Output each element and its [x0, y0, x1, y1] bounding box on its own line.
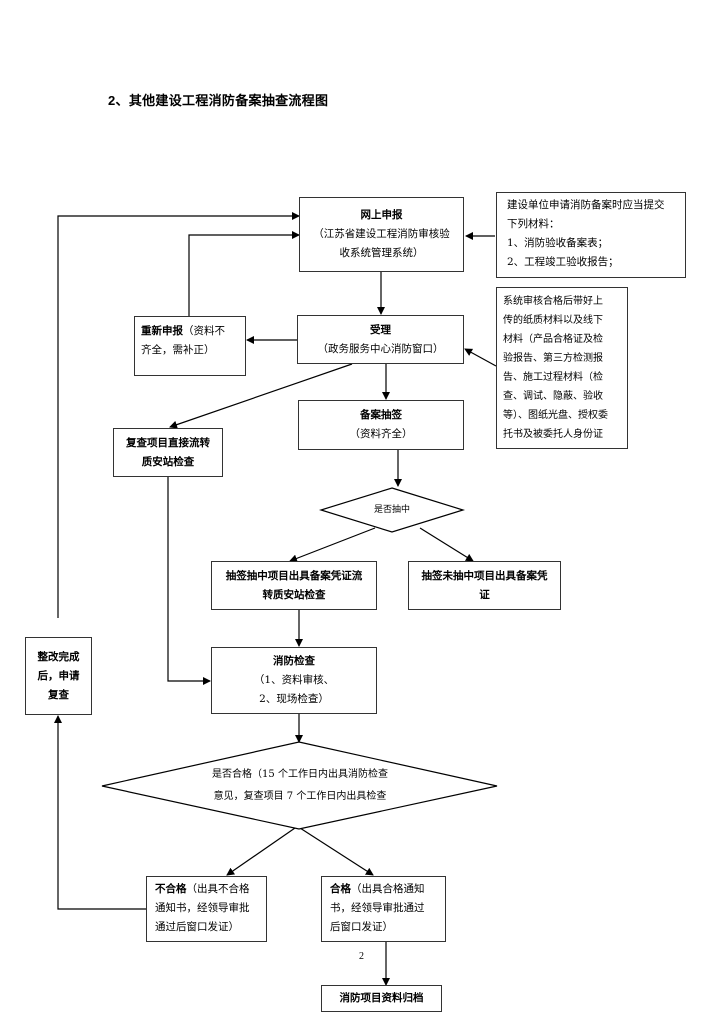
accept-sub: （政务服务中心消防窗口）	[317, 342, 444, 355]
passed-sub1: （出具合格通知	[351, 883, 425, 895]
node-archive: 消防项目资料归档	[321, 985, 442, 1012]
materials-line-3: 1、消防验收备案表；	[507, 237, 609, 249]
arrow-decision-to-passed	[299, 827, 374, 876]
decision-qualified-line2: 意见，复查项目 7 个工作日内出具检查	[213, 791, 387, 802]
failed-sub1: （出具不合格	[186, 883, 250, 895]
system-line-1: 系统审核合格后带好上	[503, 296, 603, 307]
page-title: 2、其他建设工程消防备案抽查流程图	[108, 93, 329, 108]
passed-sub3: 后窗口发证）	[330, 921, 393, 933]
selected-line1: 抽签抽中项目出具备案凭证流	[225, 569, 363, 582]
failed-sub3: 通过后窗口发证）	[155, 921, 239, 933]
arrow-decision-to-failed	[226, 827, 296, 876]
online-report-title: 网上申报	[360, 209, 403, 221]
rectify-line2: 后，申请	[37, 669, 80, 682]
arrow-failed-to-rectify	[54, 715, 146, 910]
decision-qualified-shape	[101, 741, 498, 830]
arrow-system-to-accept	[464, 348, 497, 367]
node-online-report: 网上申报 （江苏省建设工程消防审核验 收系统管理系统）	[299, 197, 464, 272]
selected-line2: 转质安站检查	[262, 588, 326, 601]
resubmit-title: 重新申报	[141, 325, 183, 337]
fire-inspection-sub1: （1、资料审核、	[253, 674, 335, 686]
resubmit-sub2: 齐全，需补正）	[141, 344, 215, 356]
node-rectify: 整改完成 后，申请 复查	[25, 637, 92, 715]
not-selected-line1: 抽签未抽中项目出具备案凭	[421, 569, 548, 582]
filing-draw-sub: （资料齐全）	[349, 428, 413, 440]
fire-inspection-sub2: 2、现场检查）	[259, 693, 329, 705]
fire-inspection-title: 消防检查	[273, 655, 315, 667]
node-filing-draw: 备案抽签 （资料齐全）	[298, 400, 464, 450]
system-line-3: 材料（产品合格证及检	[503, 334, 603, 345]
resubmit-sub1: （资料不	[183, 325, 225, 337]
system-line-7: 等）、图纸光盘、授权委	[503, 410, 608, 421]
filing-draw-title: 备案抽签	[360, 409, 402, 421]
arrow-decision-to-not-selected	[419, 527, 474, 562]
node-recheck-transfer: 复查项目直接流转 质安站检查	[113, 428, 223, 477]
materials-line-2: 下列材料：	[507, 218, 560, 230]
node-selected: 抽签抽中项目出具备案凭证流 转质安站检查	[211, 561, 377, 610]
arrow-recheck-to-inspection	[167, 476, 211, 685]
decision-qualified-label: 是否合格（15 个工作日内出具消防检查 意见，复查项目 7 个工作日内出具检查	[170, 764, 430, 808]
online-report-sub1: （江苏省建设工程消防审核验	[313, 228, 450, 240]
page-number: 2	[359, 951, 364, 962]
system-line-2: 传的纸质材料以及线下	[503, 315, 603, 326]
node-resubmit: 重新申报（资料不 齐全，需补正）	[134, 316, 246, 376]
system-line-8: 托书及被委托人身份证	[503, 429, 603, 440]
recheck-line2: 质安站检查	[141, 455, 195, 468]
node-accept: 受理 （政务服务中心消防窗口）	[297, 315, 464, 364]
node-not-selected: 抽签未抽中项目出具备案凭 证	[408, 561, 561, 610]
recheck-line1: 复查项目直接流转	[126, 436, 210, 449]
arrow-rectify-to-online	[57, 212, 300, 618]
materials-line-4: 2、工程竣工验收报告；	[507, 256, 619, 268]
node-system-note: 系统审核合格后带好上 传的纸质材料以及线下 材料（产品合格证及检 验报告、第三方…	[496, 287, 628, 449]
rectify-line3: 复查	[48, 688, 69, 701]
system-line-6: 查、调试、隐蔽、验收	[503, 391, 603, 402]
node-fire-inspection: 消防检查 （1、资料审核、 2、现场检查）	[211, 647, 377, 714]
archive-title: 消防项目资料归档	[339, 992, 424, 1004]
decision-selected-shape	[318, 487, 466, 533]
node-failed: 不合格（出具不合格 通知书，经领导审批 通过后窗口发证）	[146, 876, 267, 942]
not-selected-line2: 证	[479, 588, 490, 601]
system-line-4: 验报告、第三方检测报	[503, 353, 603, 364]
decision-selected-label: 是否抽中	[373, 505, 410, 515]
failed-title: 不合格	[155, 883, 187, 895]
node-materials-note: 建设单位申请消防备案时应当提交 下列材料： 1、消防验收备案表； 2、工程竣工验…	[496, 192, 686, 278]
materials-line-1: 建设单位申请消防备案时应当提交	[507, 199, 665, 211]
passed-title: 合格	[330, 883, 351, 895]
system-line-5: 告、施工过程材料（检	[503, 372, 603, 383]
decision-qualified-line1: 是否合格（15 个工作日内出具消防检查	[212, 769, 388, 780]
failed-sub2: 通知书，经领导审批	[155, 902, 250, 914]
rectify-line1: 整改完成	[37, 650, 80, 663]
node-passed: 合格（出具合格通知 书，经领导审批通过 后窗口发证）	[321, 876, 446, 942]
arrow-accept-to-recheck	[169, 363, 353, 429]
passed-sub2: 书，经领导审批通过	[330, 902, 425, 914]
arrow-resubmit-to-online	[188, 231, 300, 316]
online-report-sub2: 收系统管理系统）	[339, 247, 424, 259]
arrow-decision-to-selected	[289, 527, 376, 563]
accept-title: 受理	[370, 323, 391, 336]
